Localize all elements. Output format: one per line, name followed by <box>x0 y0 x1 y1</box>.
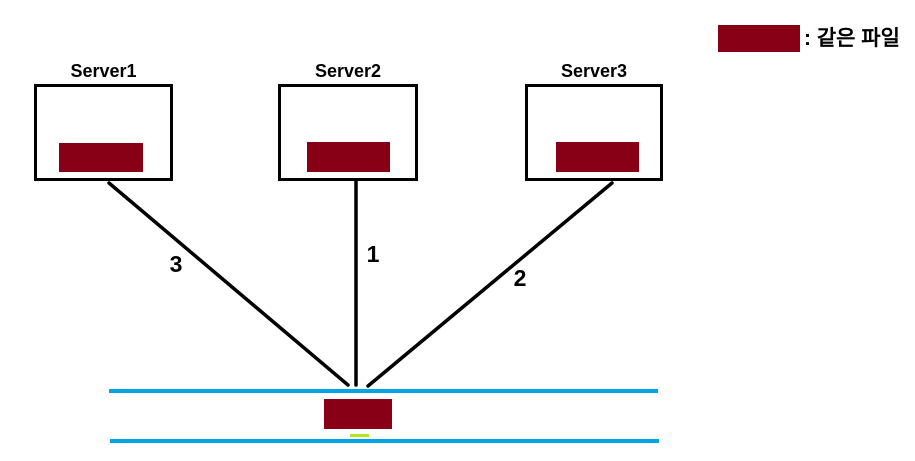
legend-file-swatch <box>718 25 800 52</box>
legend-label: : 같은 파일 <box>804 27 900 50</box>
connection-label-server1: 3 <box>169 251 183 277</box>
server2-file-block <box>307 142 390 172</box>
server3-file-block <box>556 142 639 172</box>
server3-title: Server3 <box>560 61 628 81</box>
connection-label-server3: 2 <box>513 265 527 291</box>
lime-underline <box>350 434 369 437</box>
server1-file-block <box>59 143 143 172</box>
server2-title: Server2 <box>314 61 382 81</box>
network-bus-bottom-line <box>110 439 659 443</box>
server1-title: Server1 <box>70 61 137 81</box>
server2-box <box>278 84 418 181</box>
server1-box <box>34 84 173 181</box>
shared-file-block <box>324 399 392 429</box>
server3-box <box>525 84 663 181</box>
connection-line-server3 <box>366 181 614 388</box>
connection-line-server1 <box>107 181 350 387</box>
network-bus-top-line <box>109 389 658 393</box>
connection-label-server2: 1 <box>366 241 380 267</box>
